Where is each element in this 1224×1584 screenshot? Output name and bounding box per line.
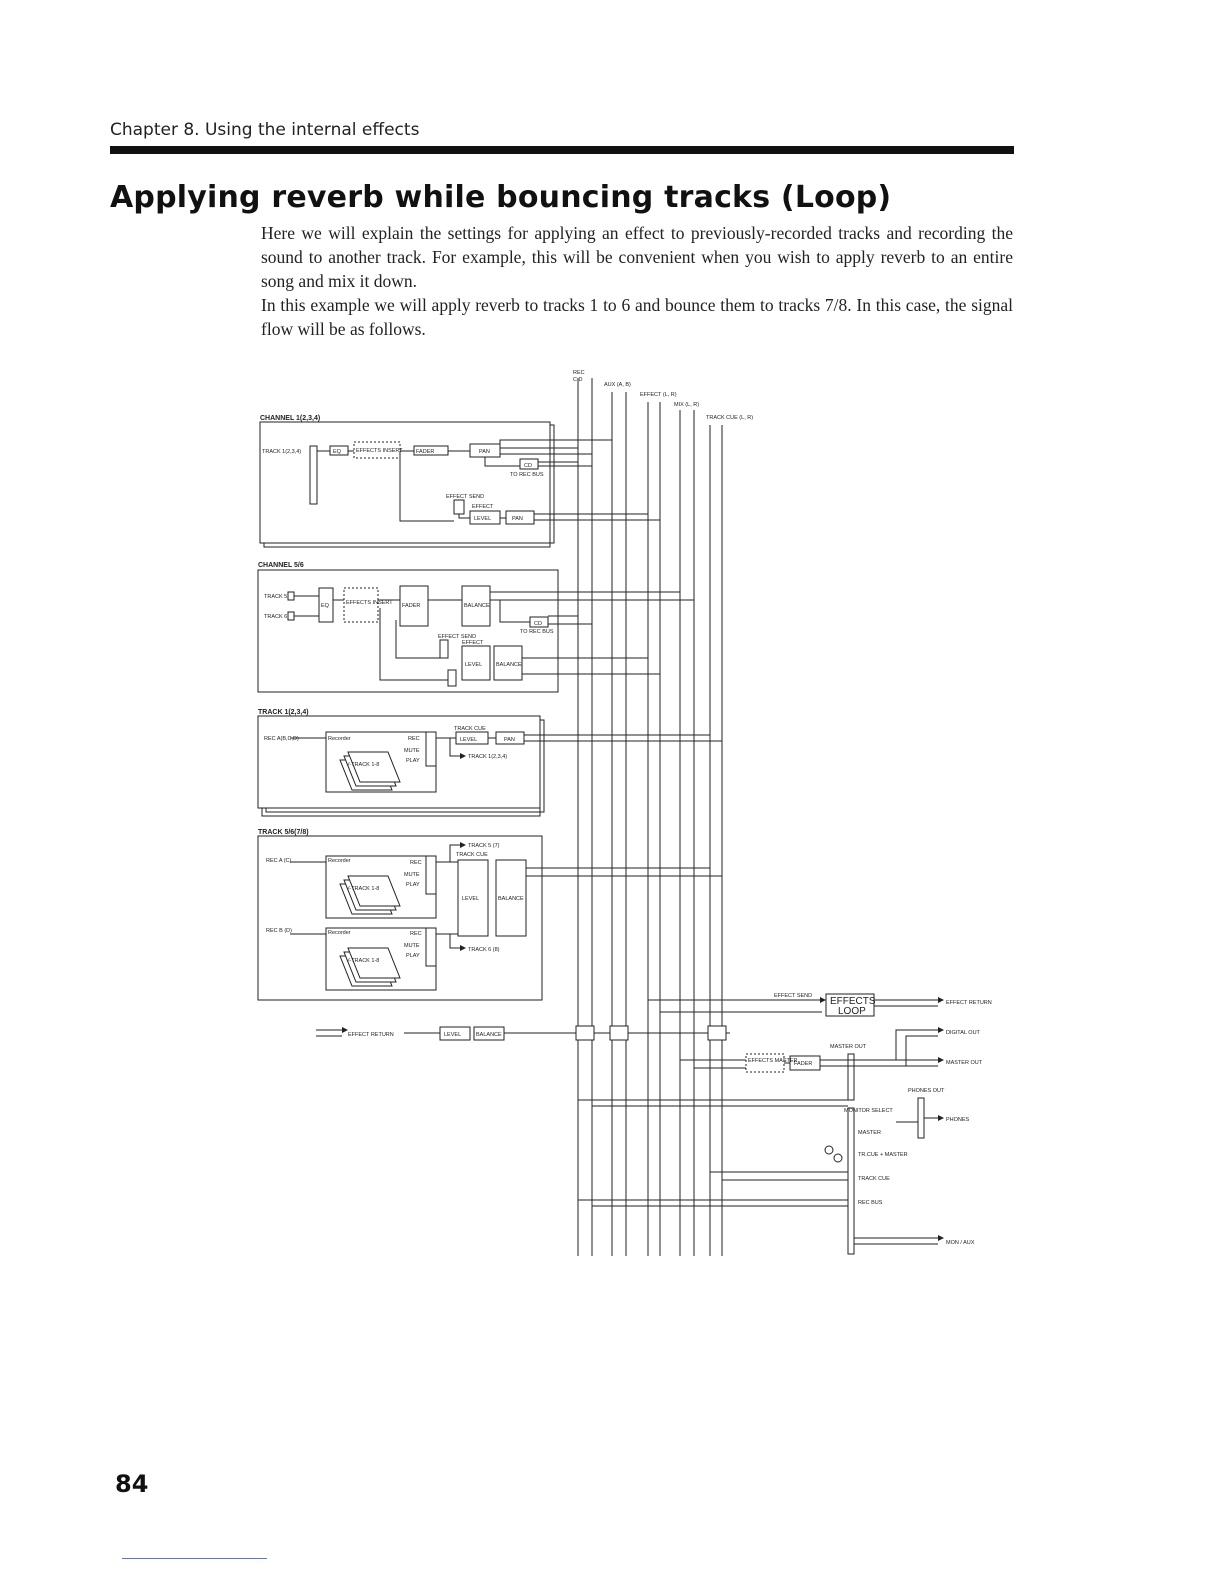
effects-loop-label-1: EFFECTS (830, 996, 876, 1007)
ch56-input5-label: TRACK 5 (264, 594, 287, 600)
track-5678-heading: TRACK 5/6(7/8) (258, 829, 309, 836)
tr1234-recorder-label: Recorder (328, 736, 351, 742)
bus-track-cue-label: TRACK CUE (L, R) (706, 415, 753, 421)
tr1234-play-label: PLAY (406, 758, 420, 764)
tr5678-rec-a-btn-label: REC (410, 860, 422, 866)
bus-rec-label: REC (573, 370, 585, 376)
tr1234-rec-input-label: REC A(B,C,D) (264, 736, 299, 742)
effect-return-out-label: EFFECT RETURN (946, 1000, 992, 1006)
ch56-level-label: LEVEL (465, 662, 482, 668)
tr5678-balance-label: BALANCE (498, 896, 524, 902)
tr1234-track-cue-label: TRACK CUE (454, 726, 486, 732)
ch56-cd-label: CD (534, 621, 542, 627)
tr5678-mute-a-label: MUTE (404, 872, 420, 878)
monitor-select-label: MONITOR SELECT (844, 1108, 893, 1114)
monitor-master-label: MASTER (858, 1130, 881, 1136)
chapter-header: Chapter 8. Using the internal effects (110, 120, 420, 140)
ch56-eq-label: EQ (321, 603, 330, 609)
return-balance-label: BALANCE (476, 1032, 502, 1038)
phones-out-label: PHONES OUT (908, 1088, 945, 1094)
ch56-fader-label: FADER (402, 603, 420, 609)
ch1234-input-label: TRACK 1(2,3,4) (262, 449, 301, 455)
tr5678-rec-b-label: REC B (D) (266, 928, 292, 934)
tr5678-mute-b-label: MUTE (404, 943, 420, 949)
phones-label: PHONES (946, 1117, 970, 1123)
tr5678-level-label: LEVEL (462, 896, 479, 902)
tr1234-pan-label: PAN (504, 737, 515, 743)
intro-text: Here we will explain the settings for ap… (261, 221, 1013, 341)
effects-loop-label-2: LOOP (838, 1006, 866, 1017)
tr5678-vtrack-b-label: V-TRACK 1-8 (346, 958, 379, 964)
tr5678-recorder-b-label: Recorder (328, 930, 351, 936)
tr5678-vtrack-a-label: V-TRACK 1-8 (346, 886, 379, 892)
bus-effect-label: EFFECT (L, R) (640, 392, 677, 398)
tr1234-level-label: LEVEL (460, 737, 477, 743)
bus-mix-label: MIX (L, R) (674, 402, 699, 408)
bus-aux-label: AUX (A, B) (604, 382, 631, 388)
tr5678-rec-b-btn-label: REC (410, 931, 422, 937)
tr5678-out-a-label: TRACK 5 (7) (468, 843, 500, 849)
ch56-to-rec-bus-label: TO REC BUS (520, 629, 554, 635)
ch1234-cd-label: CD (524, 463, 532, 469)
digital-out-label: DIGITAL OUT (946, 1030, 981, 1036)
paragraph-1: Here we will explain the settings for ap… (261, 223, 1013, 291)
ch1234-pan2-label: PAN (512, 516, 523, 522)
master-out-label: MASTER OUT (946, 1060, 983, 1066)
effects-master-label: EFFECTS MASTER (748, 1058, 798, 1064)
ch1234-effect-label: EFFECT (472, 504, 494, 510)
monitor-trcue-master-label: TR.CUE + MASTER (858, 1152, 908, 1158)
ch56-effect-send-label: EFFECT SEND (438, 634, 476, 640)
tr5678-recorder-a-label: Recorder (328, 858, 351, 864)
ch1234-eq-label: EQ (333, 449, 342, 455)
effect-send-label: EFFECT SEND (774, 993, 812, 999)
return-level-label: LEVEL (444, 1032, 461, 1038)
header-rule (110, 146, 1014, 154)
master-out-heading-label: MASTER OUT (830, 1044, 867, 1050)
effect-return-in-label: EFFECT RETURN (348, 1032, 394, 1038)
ch1234-pan-label: PAN (479, 449, 490, 455)
tr1234-rec-label: REC (408, 736, 420, 742)
monitor-track-cue-label: TRACK CUE (858, 1176, 890, 1182)
ch1234-effect-send-label: EFFECT SEND (446, 494, 484, 500)
page-title: Applying reverb while bouncing tracks (L… (110, 180, 892, 215)
tr5678-play-b-label: PLAY (406, 953, 420, 959)
tr1234-mute-label: MUTE (404, 748, 420, 754)
ch56-balance-label: BALANCE (464, 603, 490, 609)
track-1234-heading: TRACK 1(2,3,4) (258, 709, 309, 716)
tr5678-rec-a-label: REC A (C) (266, 858, 292, 864)
ch56-effect-label: EFFECT (462, 640, 484, 646)
page-number: 84 (115, 1470, 149, 1498)
channel-56-heading: CHANNEL 5/6 (258, 562, 304, 569)
tr5678-track-cue-label: TRACK CUE (456, 852, 488, 858)
master-fader-label: FADER (794, 1061, 812, 1067)
ch56-input6-label: TRACK 6 (264, 614, 287, 620)
tr5678-out-b-label: TRACK 6 (8) (468, 947, 500, 953)
ch56-balance2-label: BALANCE (496, 662, 522, 668)
tr1234-out-label: TRACK 1(2,3,4) (468, 754, 507, 760)
ch1234-fader-label: FADER (416, 449, 434, 455)
monitor-rec-bus-label: REC BUS (858, 1200, 883, 1206)
mon-aux-label: MON / AUX (946, 1240, 975, 1246)
footer-line (122, 1558, 267, 1559)
paragraph-2: In this example we will apply reverb to … (261, 295, 1013, 339)
ch1234-effects-insert-label: EFFECTS INSERT (356, 448, 403, 454)
ch1234-to-rec-bus-label: TO REC BUS (510, 472, 544, 478)
tr1234-vtrack-label: V-TRACK 1-8 (346, 762, 379, 768)
channel-1234-heading: CHANNEL 1(2,3,4) (260, 415, 320, 422)
ch1234-level-label: LEVEL (474, 516, 491, 522)
bus-rec-cd-label: C D (573, 377, 583, 383)
ch56-effects-insert-label: EFFECTS INSERT (346, 600, 393, 606)
tr5678-play-a-label: PLAY (406, 882, 420, 888)
